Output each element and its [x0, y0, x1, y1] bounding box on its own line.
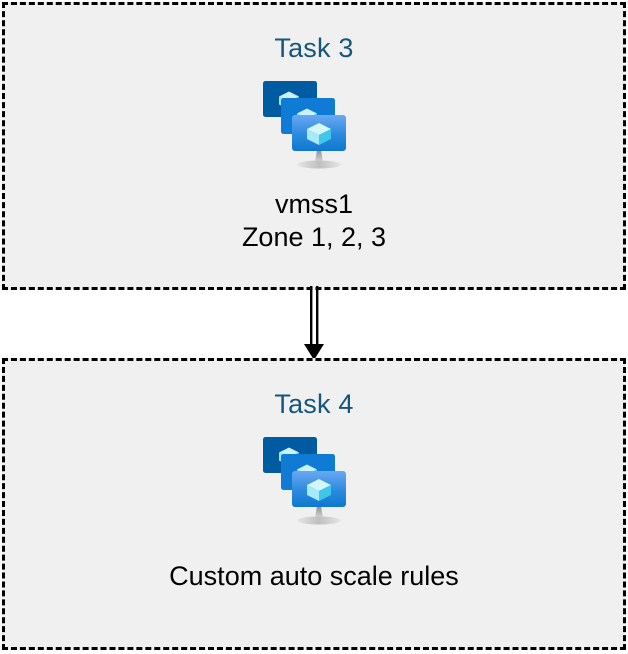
- task3-icon-wrap: [259, 78, 369, 174]
- azure-vm-scale-set-icon: [263, 437, 346, 525]
- task-node-task4[interactable]: Task 4: [2, 358, 626, 650]
- task4-title: Task 4: [274, 389, 354, 419]
- task3-caption: vmss1 Zone 1, 2, 3: [241, 189, 387, 252]
- task4-icon-wrap: [259, 434, 369, 530]
- task3-title: Task 3: [274, 33, 354, 63]
- task4-caption: Custom auto scale rules: [169, 561, 459, 591]
- azure-vm-scale-set-icon: [263, 81, 346, 169]
- task-node-task3[interactable]: Task 3: [2, 2, 626, 290]
- connector-arrow-task3-to-task4: [304, 286, 324, 360]
